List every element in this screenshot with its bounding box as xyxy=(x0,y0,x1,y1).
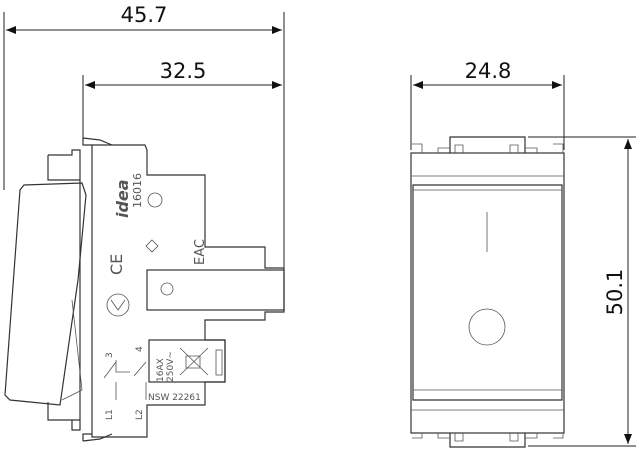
dimension-width: 24.8 xyxy=(410,59,565,150)
dimension-height: 50.1 xyxy=(528,136,636,447)
quality-mark-icon xyxy=(160,282,174,296)
dimension-label: 32.5 xyxy=(160,59,207,83)
certification-mark-icon xyxy=(147,192,163,208)
imq-mark-icon xyxy=(106,293,130,317)
dimension-overall-depth: 45.7 xyxy=(3,3,285,268)
dimension-body-depth: 32.5 xyxy=(82,59,282,138)
current-rating: 16AX xyxy=(156,358,166,382)
dimension-label: 24.8 xyxy=(465,59,512,83)
eac-mark: EAC xyxy=(193,239,208,265)
standard-label: NSW 22261 xyxy=(148,393,201,403)
voltage-rating: 250V~ xyxy=(166,351,176,382)
rocker-button[interactable] xyxy=(412,184,563,401)
dimension-label: 45.7 xyxy=(121,3,168,27)
terminal-label: 4 xyxy=(135,346,145,352)
dimension-label: 50.1 xyxy=(603,269,627,316)
ist-mark-icon xyxy=(145,239,159,253)
ce-mark: CE xyxy=(107,254,126,275)
side-view: idea 16016 CE EAC 3 4 L1 L2 16AX 250V~ N… xyxy=(4,137,285,442)
switch-schematic xyxy=(103,360,147,400)
brand-logo-text: idea xyxy=(113,179,132,218)
terminal-label: 3 xyxy=(105,352,115,358)
terminal-label: L2 xyxy=(135,409,145,420)
product-code: 16016 xyxy=(131,173,144,208)
off-symbol-icon xyxy=(468,308,506,346)
weee-bin-icon xyxy=(179,347,209,376)
front-view xyxy=(410,136,565,448)
terminal-label: L1 xyxy=(105,409,115,420)
